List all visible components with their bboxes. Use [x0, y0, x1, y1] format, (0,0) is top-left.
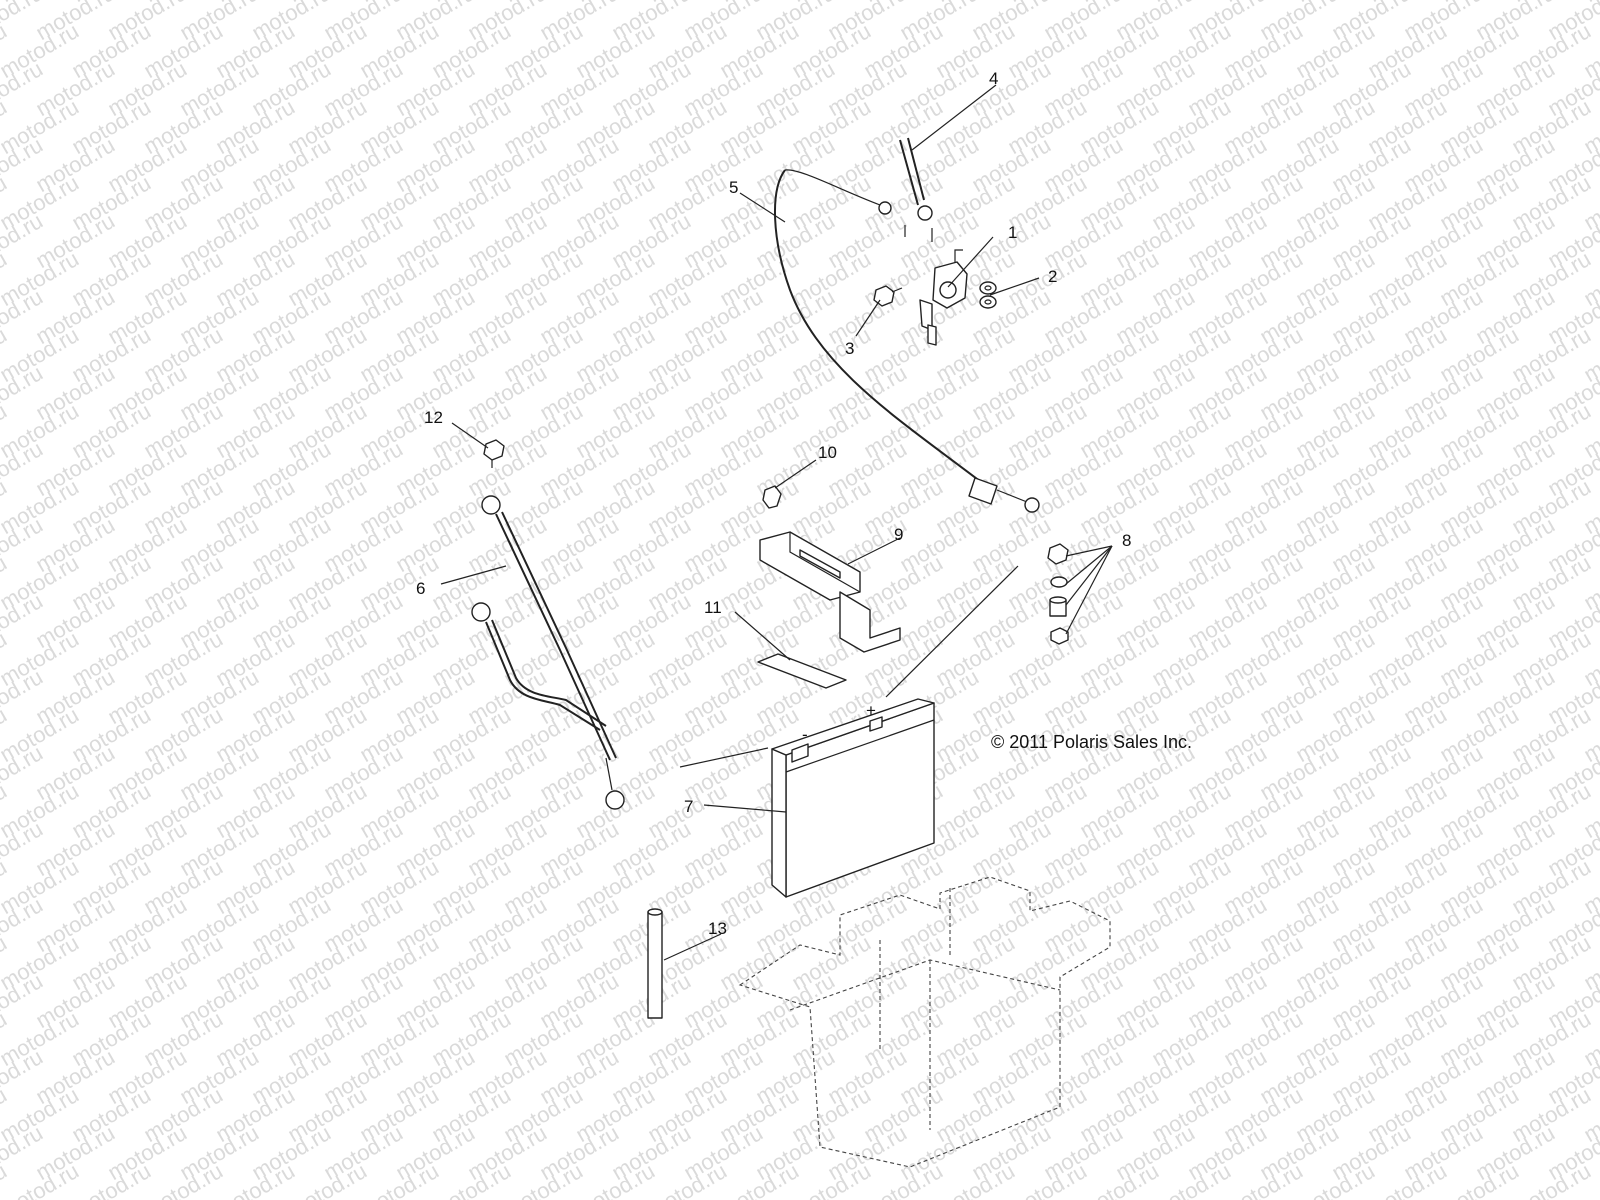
copyright-notice: © 2011 Polaris Sales Inc.: [991, 732, 1193, 752]
part-5-cable: [774, 169, 1040, 513]
callout-4: 4: [989, 69, 998, 88]
part-10-clip: [762, 485, 782, 509]
part-8-hardware: [1047, 543, 1069, 645]
battery-plus-label: +: [866, 701, 876, 720]
part-4-cable: [899, 137, 933, 242]
leader-lines: [440, 84, 1113, 961]
callout-3: 3: [845, 339, 854, 358]
part-9-bracket: [759, 531, 901, 653]
callout-12: 12: [424, 408, 443, 427]
part-11-pad: [757, 653, 847, 689]
part-13-vent-tube: [647, 908, 663, 1019]
callout-6: 6: [416, 579, 425, 598]
callout-13: 13: [708, 919, 727, 938]
callout-1: 1: [1008, 223, 1017, 242]
part-2-nuts: [979, 281, 997, 309]
callout-9: 9: [894, 525, 903, 544]
callout-5: 5: [729, 178, 738, 197]
part-6-cable: [471, 495, 625, 810]
callout-2: 2: [1048, 267, 1057, 286]
part-7-battery: + -: [771, 698, 935, 898]
callout-8: 8: [1122, 531, 1131, 550]
callout-11: 11: [704, 598, 722, 617]
callout-10: 10: [818, 443, 837, 462]
part-12-bolt: [483, 439, 505, 468]
battery-minus-label: -: [802, 725, 808, 744]
part-1-relay: [919, 249, 968, 346]
callout-labels: 1 2 3 4 5 6 7 8 9 10 11 12 13: [416, 69, 1131, 938]
battery-box: [738, 876, 1111, 1168]
callout-7: 7: [684, 797, 693, 816]
